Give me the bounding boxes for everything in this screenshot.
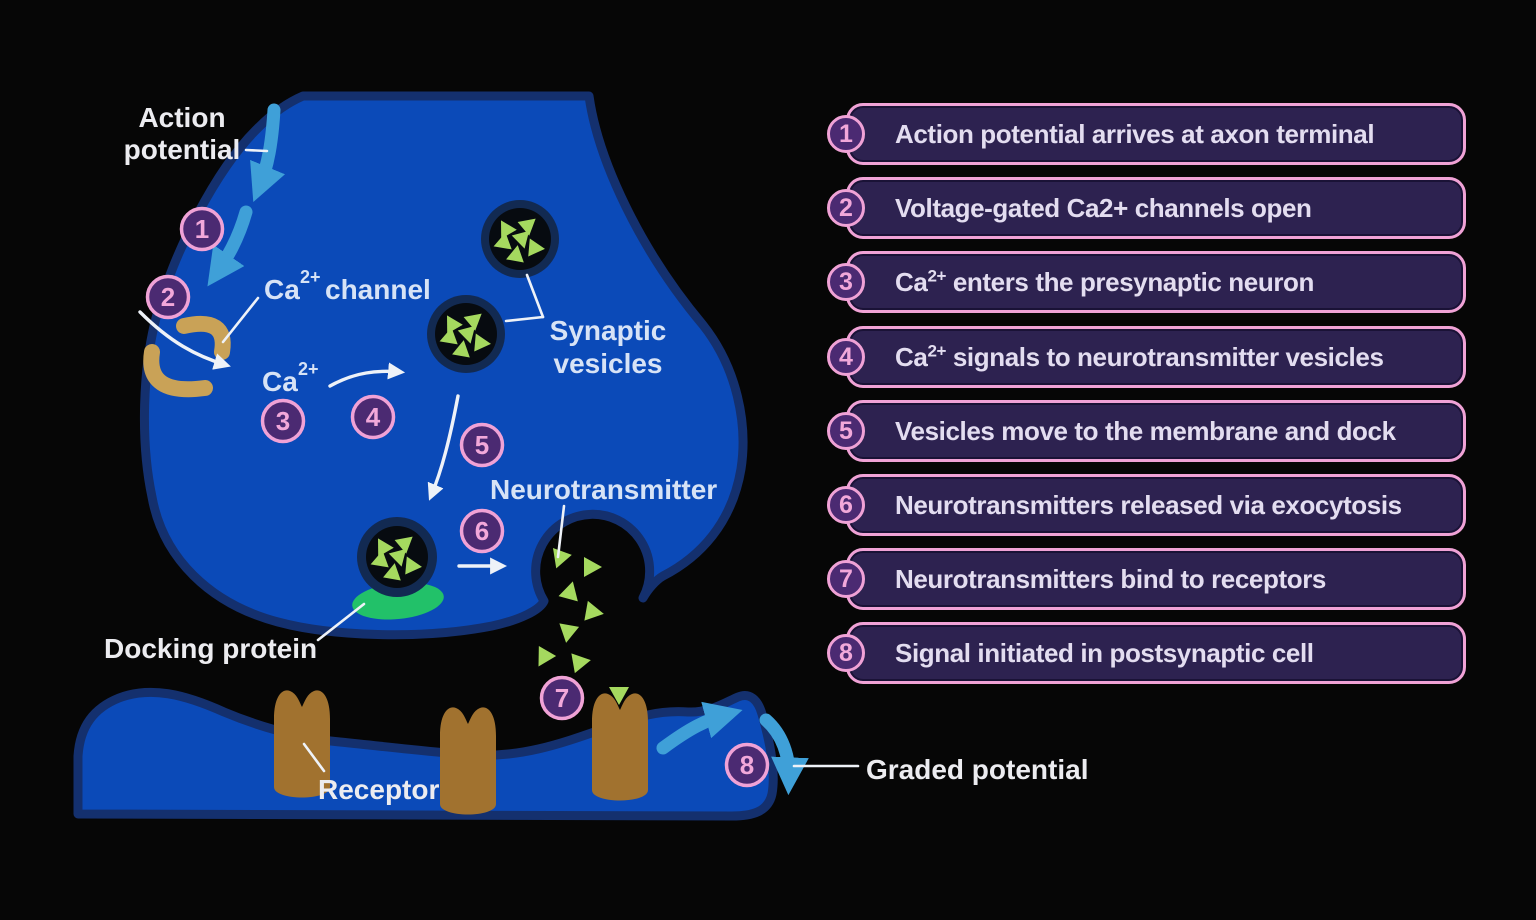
marker-3: 3 — [260, 398, 306, 444]
calcium-entry-arrow — [138, 310, 231, 370]
marker-7-num: 7 — [555, 683, 569, 713]
step-1-badge: 1 — [827, 115, 865, 153]
calcium-channel — [143, 315, 231, 398]
step-8-box: Signal initiated in postsynaptic cell — [846, 622, 1466, 684]
marker-6: 6 — [459, 508, 505, 554]
marker-4: 4 — [350, 394, 396, 440]
step-row-4: 4 Ca2+ signals to neurotransmitter vesic… — [827, 326, 1466, 388]
step-3-box: Ca2+ enters the presynaptic neuron — [846, 251, 1466, 313]
step-5-badge: 5 — [827, 412, 865, 450]
action-potential-label-1: Action — [138, 102, 225, 133]
step-4-box: Ca2+ signals to neurotransmitter vesicle… — [846, 326, 1466, 388]
step-7-badge: 7 — [827, 560, 865, 598]
marker-5-num: 5 — [475, 430, 489, 460]
step-7-text: Neurotransmitters bind to receptors — [895, 563, 1326, 594]
synaptic-vesicles-label-2: vesicles — [554, 348, 663, 379]
vesicle-move-arrow — [427, 394, 460, 501]
step-row-7: 7 Neurotransmitters bind to receptors — [827, 548, 1466, 610]
action-potential-label-2: potential — [124, 134, 241, 165]
ca-channel-label-base: Ca — [264, 274, 300, 305]
receptor-label: Receptor — [318, 774, 439, 805]
docked-vesicle — [357, 517, 437, 597]
marker-7: 7 — [539, 675, 585, 721]
synaptic-vesicle-1 — [481, 200, 559, 278]
step-row-6: 6 Neurotransmitters released via exocyto… — [827, 474, 1466, 536]
step-2-text: Voltage-gated Ca2+ channels open — [895, 192, 1312, 223]
action-potential-pointer — [244, 148, 269, 153]
step-8-text: Signal initiated in postsynaptic cell — [895, 637, 1314, 668]
ca-channel-label-sup: 2+ — [300, 267, 321, 287]
step-row-3: 3 Ca2+ enters the presynaptic neuron — [827, 251, 1466, 313]
step-4-text: Ca2+ signals to neurotransmitter vesicle… — [895, 340, 1384, 372]
step-3-text: Ca2+ enters the presynaptic neuron — [895, 265, 1315, 297]
marker-5: 5 — [459, 422, 505, 468]
ca-ion-label-base: Ca — [262, 366, 298, 397]
marker-8: 8 — [724, 742, 770, 788]
step-1-text: Action potential arrives at axon termina… — [895, 118, 1375, 149]
step-row-5: 5 Vesicles move to the membrane and dock — [827, 400, 1466, 462]
marker-6-num: 6 — [475, 516, 489, 546]
step-6-badge: 6 — [827, 486, 865, 524]
docking-protein-label: Docking protein — [104, 633, 317, 664]
action-potential-arrow — [207, 103, 286, 287]
marker-4-num: 4 — [366, 402, 381, 432]
synaptic-vesicle-2 — [427, 295, 505, 373]
ca-channel-pointer — [221, 296, 260, 344]
vesicle-pointer-1 — [525, 273, 545, 319]
step-2-box: Voltage-gated Ca2+ channels open — [846, 177, 1466, 239]
step-8-badge: 8 — [827, 634, 865, 672]
step-6-text: Neurotransmitters released via exocytosi… — [895, 489, 1402, 520]
marker-2-num: 2 — [161, 282, 175, 312]
step-row-8: 8 Signal initiated in postsynaptic cell — [827, 622, 1466, 684]
calcium-signal-arrow — [328, 362, 406, 388]
released-neurotransmitters — [538, 548, 629, 705]
step-1-box: Action potential arrives at axon termina… — [846, 103, 1466, 165]
marker-1: 1 — [179, 206, 225, 252]
step-row-2: 2 Voltage-gated Ca2+ channels open — [827, 177, 1466, 239]
graded-potential-label: Graded potential — [866, 754, 1088, 785]
step-5-text: Vesicles move to the membrane and dock — [895, 415, 1396, 446]
marker-2: 2 — [145, 274, 191, 320]
vesicle-pointer-2 — [504, 315, 545, 323]
ca-channel-label-rest: channel — [325, 274, 431, 305]
step-row-1: 1 Action potential arrives at axon termi… — [827, 103, 1466, 165]
synaptic-vesicles-label-1: Synaptic — [550, 315, 667, 346]
step-3-badge: 3 — [827, 263, 865, 301]
docking-protein — [352, 582, 444, 620]
graded-potential-arrow — [656, 701, 809, 796]
marker-8-num: 8 — [740, 750, 754, 780]
step-4-badge: 4 — [827, 338, 865, 376]
step-7-box: Neurotransmitters bind to receptors — [846, 548, 1466, 610]
step-2-badge: 2 — [827, 189, 865, 227]
ca-ion-label-sup: 2+ — [298, 359, 319, 379]
marker-1-num: 1 — [195, 214, 209, 244]
docking-pointer — [316, 602, 366, 642]
step-6-box: Neurotransmitters released via exocytosi… — [846, 474, 1466, 536]
receptor-pointer — [302, 742, 326, 773]
neurotransmitter-pointer — [556, 504, 566, 559]
neurotransmitter-label: Neurotransmitter — [490, 474, 717, 505]
step-5-box: Vesicles move to the membrane and dock — [846, 400, 1466, 462]
marker-3-num: 3 — [276, 406, 290, 436]
diagram-step-markers: 1 2 3 4 5 6 7 — [145, 206, 770, 788]
